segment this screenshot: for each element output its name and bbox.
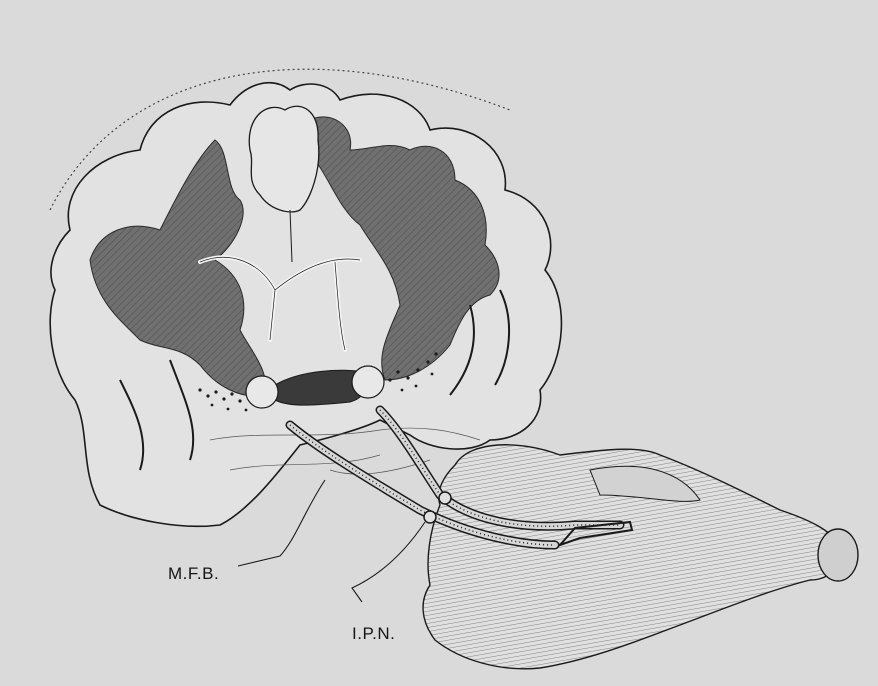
ipn-label: I.P.N. — [352, 624, 395, 644]
brainstem-cut-end — [818, 529, 858, 581]
right-nucleus — [352, 366, 384, 398]
mfb-label: M.F.B. — [168, 564, 219, 584]
tract-junction-lower — [424, 511, 436, 523]
left-nucleus — [246, 376, 278, 408]
tract-junction-upper — [439, 492, 451, 504]
